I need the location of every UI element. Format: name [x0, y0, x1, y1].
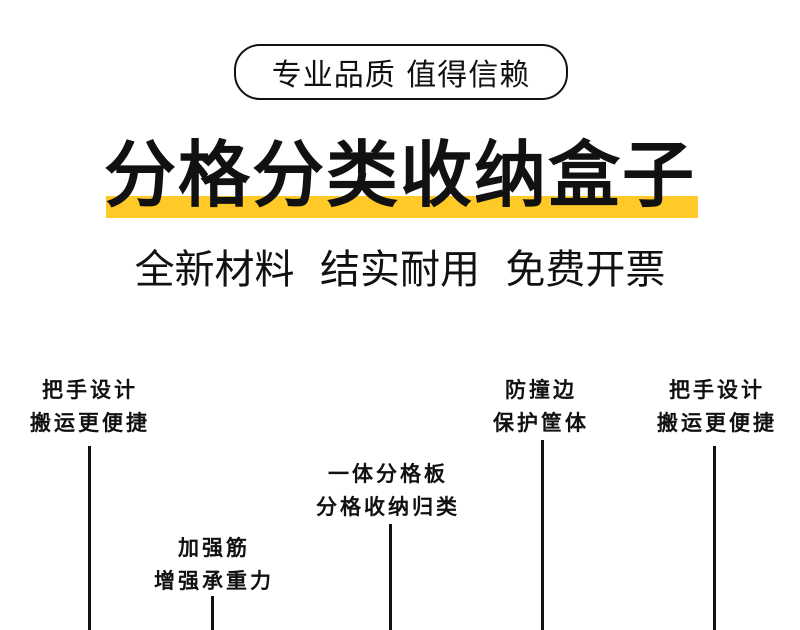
feature-title: 把手设计 — [669, 378, 765, 402]
feature-callout-handle-left: 把手设计 搬运更便捷 — [20, 374, 160, 440]
feature-description: 分格收纳归类 — [316, 495, 460, 519]
title-highlight-bar — [106, 196, 698, 218]
feature-callout-divider: 一体分格板 分格收纳归类 — [300, 458, 476, 524]
badge-text: 专业品质 值得信赖 — [271, 58, 531, 93]
feature-title: 把手设计 — [42, 378, 138, 402]
feature-pointer-line — [88, 446, 91, 630]
feature-pointer-line — [211, 596, 214, 630]
feature-pointer-line — [389, 524, 392, 630]
title-block: 分格分类收纳盒子 — [0, 130, 800, 220]
feature-title: 防撞边 — [505, 378, 577, 402]
page-title: 分格分类收纳盒子 — [103, 133, 696, 217]
feature-description: 搬运更便捷 — [657, 411, 777, 435]
feature-description: 保护筐体 — [493, 411, 589, 435]
feature-pointer-line — [713, 446, 716, 630]
feature-description: 搬运更便捷 — [30, 411, 150, 435]
quality-badge: 专业品质 值得信赖 — [234, 44, 568, 100]
feature-title: 加强筋 — [178, 536, 250, 560]
feature-title: 一体分格板 — [328, 462, 448, 486]
page-subtitle: 全新材料 结实耐用 免费开票 — [134, 247, 666, 293]
feature-description: 增强承重力 — [154, 569, 274, 593]
feature-callout-handle-right: 把手设计 搬运更便捷 — [645, 374, 789, 440]
feature-pointer-line — [541, 440, 544, 630]
feature-callout-bumper: 防撞边 保护筐体 — [476, 374, 606, 440]
feature-callout-rib: 加强筋 增强承重力 — [143, 532, 285, 598]
